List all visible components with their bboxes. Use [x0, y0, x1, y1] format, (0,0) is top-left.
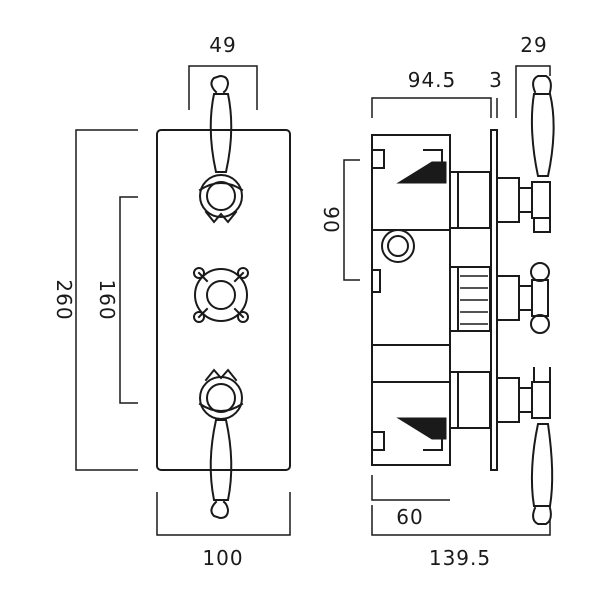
- bottom-lever-body: [209, 419, 233, 501]
- valve-body-notch-bottom: [371, 431, 385, 451]
- top-lever-collar: [198, 182, 244, 192]
- lower-lever-hub: [531, 381, 551, 419]
- lower-spindle: [496, 377, 520, 423]
- cross-handle-knob-bl: [193, 311, 205, 323]
- dim-label-3: 3: [489, 68, 503, 92]
- dim-line-90: [343, 159, 360, 281]
- top-lever-tip: [210, 74, 230, 94]
- lower-inlet-wedge: [396, 417, 447, 440]
- upper-spindle: [496, 177, 520, 223]
- side-outlet-outer: [381, 229, 415, 263]
- valve-body: [371, 134, 451, 466]
- dim-label-100: 100: [202, 546, 243, 570]
- side-outlet-inner: [387, 235, 409, 257]
- dim-label-139-5: 139.5: [429, 546, 491, 570]
- top-lever-rosette: [199, 174, 243, 218]
- middle-cartridge-threads: [460, 275, 488, 325]
- middle-spindle: [496, 275, 520, 321]
- top-lever-base: [204, 210, 238, 224]
- cross-handle-spokes: [197, 271, 245, 319]
- dim-label-29: 29: [520, 33, 547, 57]
- cross-handle-hub: [206, 280, 236, 310]
- dim-line-260: [75, 129, 138, 471]
- upper-lever-tip: [532, 75, 552, 94]
- middle-spindle-cap: [518, 285, 533, 311]
- cross-knob-lower: [530, 314, 550, 334]
- dim-label-49: 49: [209, 33, 236, 57]
- upper-lever-hub: [531, 181, 551, 219]
- middle-cross-handle: [193, 267, 249, 323]
- lower-lever-tip: [532, 506, 552, 525]
- top-lever-handle: [198, 74, 244, 224]
- side-lower-lever: [496, 367, 554, 525]
- cross-handle-knob-tl: [193, 267, 205, 279]
- dim-label-94-5: 94.5: [408, 68, 457, 92]
- bottom-lever-handle: [198, 368, 244, 520]
- upper-inlet-port: [423, 149, 443, 163]
- dim-label-90: 90: [319, 206, 343, 233]
- cross-handle-rim: [194, 268, 248, 322]
- lower-spindle-cap: [518, 387, 533, 413]
- cross-handle-knob-br: [237, 311, 249, 323]
- top-lever-hub: [206, 181, 236, 211]
- side-view: 94.5 3 29 90 60 139.5: [319, 33, 555, 570]
- cross-hub-side: [531, 279, 549, 317]
- upper-lever-stem: [533, 217, 551, 233]
- side-dimension-lines: [343, 65, 551, 536]
- cross-knob-upper: [530, 262, 550, 282]
- lower-lever-arm: [530, 423, 554, 507]
- lower-inlet-port: [423, 438, 443, 451]
- upper-inlet-wedge: [396, 161, 447, 184]
- dim-line-100: [156, 492, 291, 536]
- upper-spindle-cap: [518, 187, 533, 213]
- bottom-lever-tip: [210, 500, 230, 520]
- side-upper-lever: [496, 75, 555, 233]
- dim-line-49: [188, 65, 258, 110]
- dim-label-60: 60: [396, 505, 423, 529]
- side-middle-cross: [496, 262, 550, 334]
- top-lever-body: [209, 93, 233, 173]
- valve-body-notch-top: [371, 149, 385, 169]
- upper-lever-arm: [530, 93, 555, 177]
- front-dimension-lines: [75, 65, 291, 536]
- cross-handle-knob-tr: [237, 267, 249, 279]
- upper-cartridge-housing: [449, 171, 491, 229]
- dim-line-160: [119, 196, 138, 404]
- dim-label-260: 260: [52, 279, 76, 320]
- valve-body-notch-mid: [371, 269, 381, 293]
- lower-lever-stem: [533, 367, 551, 383]
- bottom-lever-collar: [198, 402, 244, 412]
- front-view: 49 260 160 100: [52, 33, 291, 570]
- front-plate: [156, 129, 291, 471]
- dim-line-60: [371, 475, 450, 501]
- lower-cartridge-housing: [449, 371, 491, 429]
- dim-line-139-5: [371, 505, 551, 536]
- dim-line-29: [515, 65, 551, 118]
- dim-label-160: 160: [95, 279, 119, 320]
- bottom-lever-base: [204, 368, 238, 382]
- dim-line-94-5: [371, 97, 492, 118]
- bottom-lever-hub: [206, 383, 236, 413]
